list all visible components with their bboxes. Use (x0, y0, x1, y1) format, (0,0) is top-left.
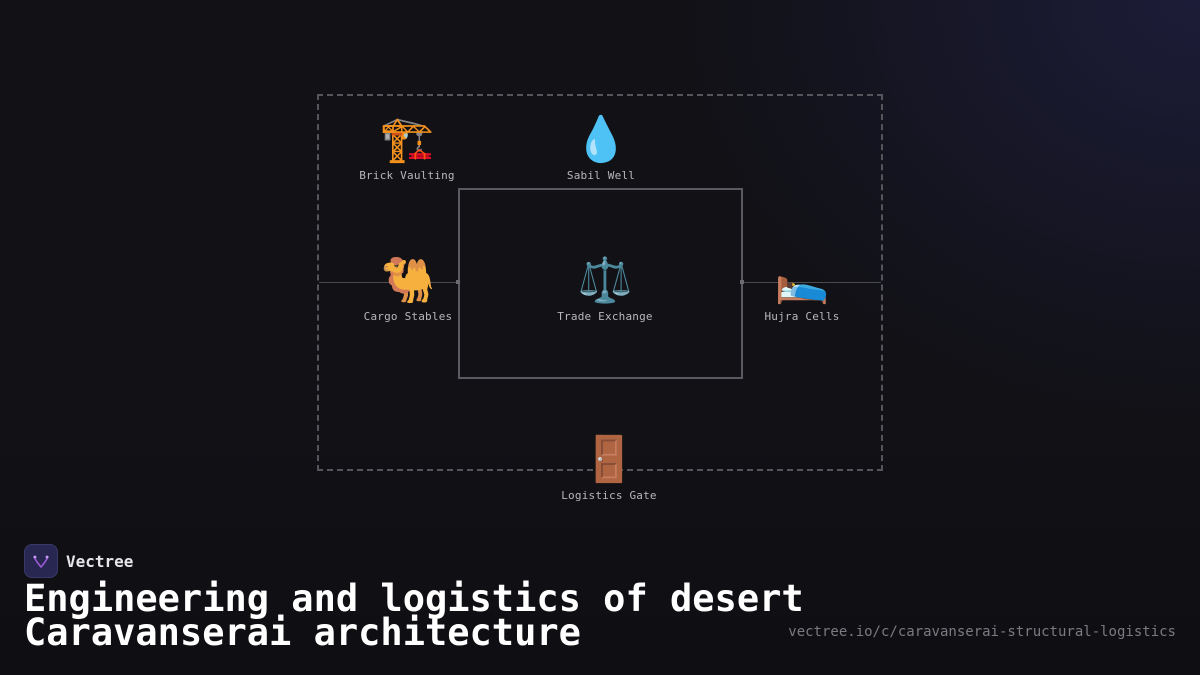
source-url: vectree.io/c/caravanserai-structural-log… (788, 624, 1176, 640)
camel-icon: 🐫 (380, 255, 436, 306)
balance-scale-icon: ⚖️ (577, 255, 633, 306)
door-icon: 🚪 (581, 434, 637, 485)
outer-wall-boundary (317, 94, 883, 471)
person-in-bed-icon: 🛌 (774, 255, 830, 306)
brand: Vectree (24, 544, 133, 578)
node-label: Cargo Stables (363, 310, 453, 323)
title-line-1: Engineering and logistics of desert (24, 577, 804, 620)
node-trade-exchange: ⚖️ Trade Exchange (525, 255, 685, 324)
page-title: Engineering and logistics of desert Cara… (24, 580, 804, 651)
connector-end-tick (740, 280, 744, 284)
node-label: Sabil Well (566, 169, 636, 182)
node-brick-vaulting: 🏗️ Brick Vaulting (327, 114, 487, 183)
water-droplet-icon: 💧 (573, 114, 629, 165)
title-line-2: Caravanserai architecture (24, 611, 581, 654)
node-label: Logistics Gate (561, 489, 657, 502)
node-cargo-stables: 🐫 Cargo Stables (328, 255, 488, 324)
brand-name: Vectree (66, 551, 134, 571)
connector-line-left (319, 282, 458, 283)
node-sabil-well: 💧 Sabil Well (521, 114, 681, 183)
construction-crane-icon: 🏗️ (379, 114, 435, 165)
node-label: Brick Vaulting (359, 169, 455, 182)
connector-line-right (741, 282, 881, 283)
node-hujra-cells: 🛌 Hujra Cells (722, 255, 882, 324)
connector-end-tick (456, 280, 460, 284)
node-label: Trade Exchange (557, 310, 653, 323)
node-logistics-gate: 🚪 Logistics Gate (529, 434, 689, 503)
node-label: Hujra Cells (764, 310, 840, 323)
vectree-logo-icon (24, 544, 58, 578)
